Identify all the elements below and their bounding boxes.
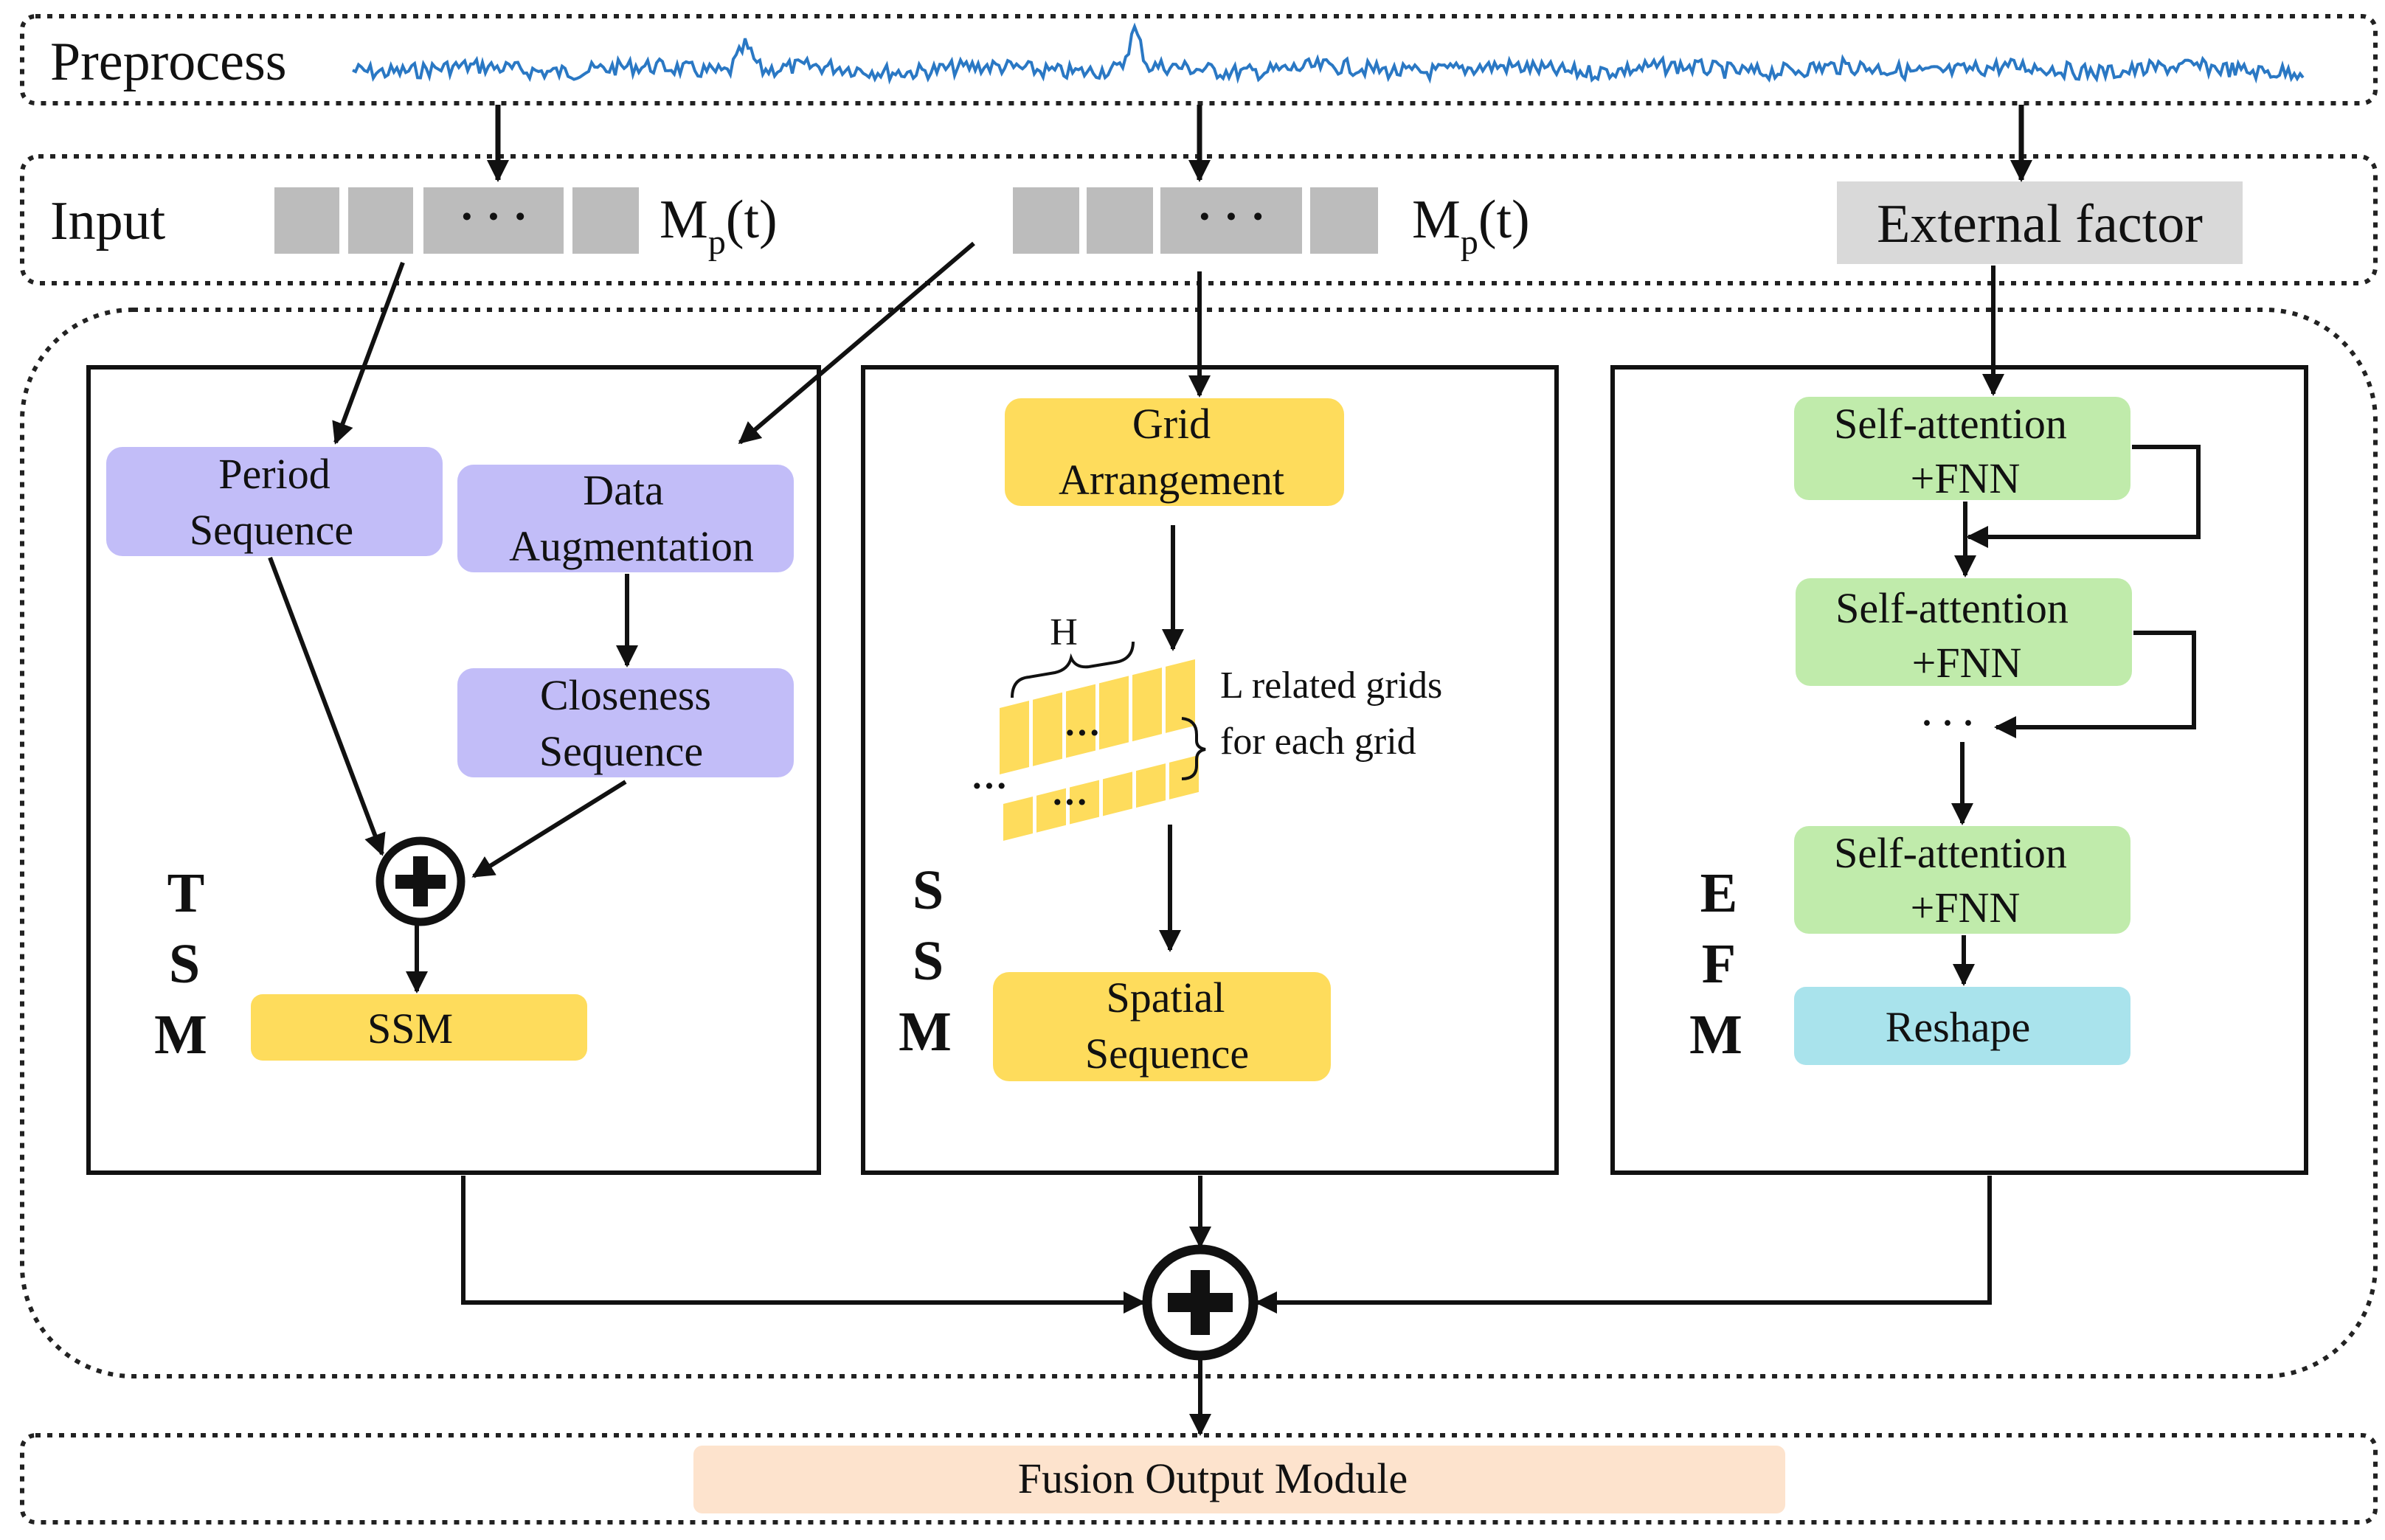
- external-factor-label: External factor: [1877, 194, 2203, 254]
- efm-letter-m: M: [1689, 1004, 1742, 1066]
- reshape-box: [1794, 987, 2130, 1065]
- input-sequence-1: · · ·: [274, 187, 639, 254]
- skip-connection-2: [1994, 631, 2196, 738]
- fusion-sum-node: [1142, 1244, 1259, 1361]
- ssm-letter-m: M: [899, 1001, 952, 1063]
- mp-t-label-1: Mp(t): [660, 190, 778, 262]
- grid-dots-2: ···: [1051, 781, 1088, 822]
- ssm-box: [251, 994, 587, 1061]
- external-factor-box: [1837, 181, 2243, 264]
- ssm-label: SSM: [367, 1005, 453, 1052]
- grid-dots-1: ···: [1064, 712, 1101, 753]
- self-attention-box-1: [1794, 397, 2130, 500]
- h-brace: [1011, 641, 1135, 698]
- efm-panel: [1610, 365, 2308, 1175]
- tsm-letter-t: T: [167, 862, 205, 924]
- sequence-dots: · · ·: [459, 192, 527, 242]
- preprocess-label: Preprocess: [50, 32, 287, 92]
- output-frame: [20, 1433, 2378, 1525]
- self-attention-label-2: Self-attention+FNN: [1835, 584, 2069, 687]
- h-label: H: [1050, 611, 1078, 653]
- ssm-letter-s2: S: [913, 930, 944, 992]
- self-attention-label-1: Self-attention+FNN: [1834, 400, 2067, 502]
- l-brace: [1181, 717, 1206, 780]
- skip-connection-1: [1966, 445, 2201, 548]
- grid-arrangement-box: [1005, 398, 1344, 506]
- efm-dots: · · ·: [1921, 704, 1974, 743]
- tsm-sum-node: [375, 836, 465, 926]
- tsm-panel: [86, 365, 821, 1175]
- input-sequence-2: · · ·: [1013, 187, 1378, 254]
- period-sequence-box: [106, 447, 443, 556]
- grid-illustration: ··· ··· ··· H: [971, 611, 1206, 841]
- fusion-output-label: Fusion Output Module: [1018, 1454, 1408, 1502]
- sequence-dots: · · ·: [1197, 192, 1265, 242]
- reshape-label: Reshape: [1886, 1003, 2031, 1051]
- self-attention-box-2: [1796, 578, 2132, 686]
- mp-t-label-2: Mp(t): [1412, 190, 1530, 262]
- grid-dots-3: ···: [971, 765, 1008, 806]
- efm-letter-e: E: [1700, 862, 1738, 924]
- ssm-panel: [861, 365, 1559, 1175]
- input-label: Input: [50, 191, 166, 252]
- arrow-input2-to-augmentation: [738, 241, 975, 445]
- arrow-tsm-to-fusion: [461, 1176, 1146, 1314]
- arrow-input1-to-period: [332, 261, 405, 445]
- efm-letter-f: F: [1702, 933, 1736, 995]
- tsm-letter-s: S: [169, 933, 200, 995]
- self-attention-box-3: [1794, 826, 2130, 934]
- fusion-output-box: [693, 1446, 1785, 1513]
- tsm-letter-m: M: [154, 1004, 207, 1066]
- arrow-closeness-to-sum: [471, 780, 627, 878]
- data-augmentation-box: [457, 465, 794, 572]
- self-attention-label-3: Self-attention+FNN: [1834, 829, 2067, 932]
- arrow-period-to-sum: [268, 556, 386, 856]
- signal-waveform: [352, 22, 2305, 85]
- arrow-efm-to-fusion: [1255, 1176, 1992, 1314]
- preprocess-frame: [20, 14, 2378, 105]
- spatial-sequence-box: [993, 972, 1331, 1081]
- closeness-sequence-box: [457, 668, 794, 777]
- ssm-letter-s1: S: [913, 859, 944, 921]
